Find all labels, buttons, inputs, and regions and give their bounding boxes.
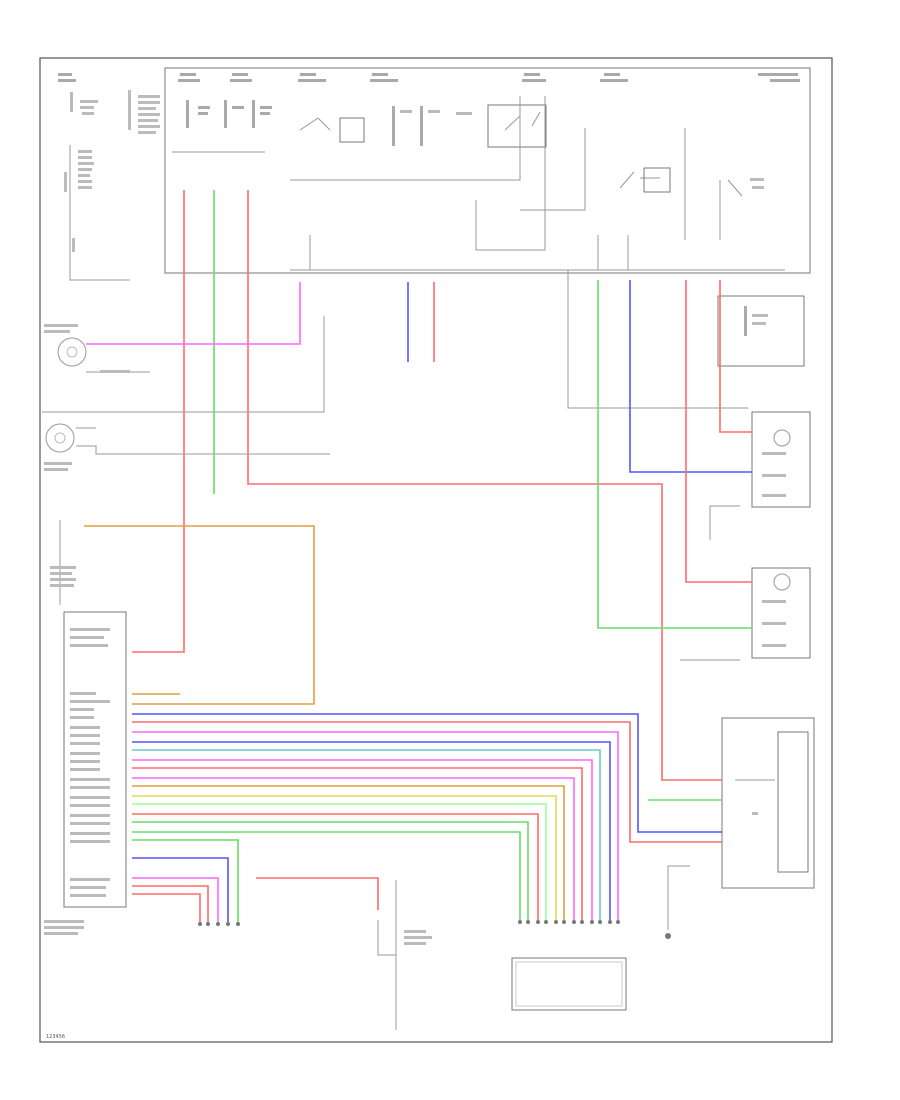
wire-bus-cyan [132,749,601,920]
wire-red-relay [719,280,752,433]
wire-bus-red-5 [132,893,201,922]
wire-red-ecu [132,190,185,653]
wire-bus-red-2 [132,767,583,920]
top-header-labels [58,73,800,82]
wire-bus-pink-2 [132,759,593,920]
wire-bus-lgreen [132,803,547,920]
fuse-relay-box [164,67,811,274]
left-fuse-block [70,90,160,134]
wire-pink-fog [86,282,301,345]
fuse-box-internal-wires [172,96,785,409]
right-front-fog-lamp [44,324,150,373]
combination-switch [50,520,76,605]
wire-red-switch [256,877,379,910]
right-rear-lamp [709,411,811,540]
wire-bus-orange [132,785,565,920]
wire-bus-red [132,721,722,843]
wire-bus-green-3 [132,839,239,922]
ecu-pin-labels [70,628,110,897]
relay-1 [299,106,440,146]
left-fuse-vertical [64,145,130,281]
wire-bus-pink-1 [132,731,619,920]
left-front-fog-lamp [42,316,330,471]
diagram-frame [39,57,833,1043]
control-unit [44,611,127,935]
wire-bus-green-2 [132,831,521,920]
fuse-group-left [186,100,272,128]
relay-3 [619,167,764,197]
connector-terminals [198,920,620,926]
wire-bus-blue-3 [132,857,229,922]
relay-2 [456,104,547,148]
steering-switch [377,880,432,1030]
wire-blue-rear [629,280,752,473]
wire-bus-red-3 [132,813,539,920]
right-relay-block [717,295,805,367]
wire-green-rear [597,280,752,629]
headlamp-module [721,717,815,889]
wire-red-main [247,190,722,781]
wire-bus-pink-3 [132,777,575,920]
wire-bus-red-4 [132,885,209,922]
ground-right [665,865,690,939]
wire-bus-blue [132,713,722,833]
wire-bus-pink-4 [132,877,219,922]
wire-bus-yellow [132,795,557,920]
wire-bus-blue-2 [132,741,611,920]
left-rear-lamp [680,567,811,661]
wire-red-rear [685,280,752,583]
footer-code: 123456 [46,1034,65,1040]
multi-connector [511,957,627,1011]
wire-orange [84,525,315,705]
wire-bus-green [132,821,529,920]
